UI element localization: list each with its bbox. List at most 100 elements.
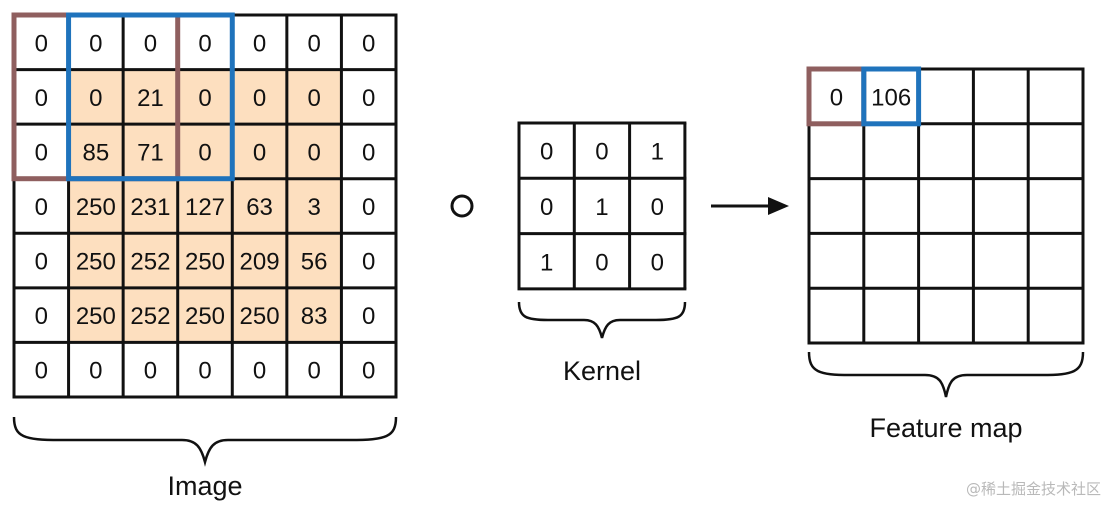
cell-value: 0 <box>144 30 157 57</box>
cell-value: 0 <box>362 194 375 221</box>
cell-value: 231 <box>130 194 170 221</box>
grid-cell <box>918 288 974 343</box>
cell-value: 0 <box>198 30 211 57</box>
grid-cell <box>232 287 287 343</box>
grid-cell <box>177 178 233 234</box>
cell-value: 3 <box>307 194 320 221</box>
grid-cell <box>14 124 69 179</box>
grid-cell <box>177 15 233 70</box>
cell-value: 0 <box>362 249 375 276</box>
grid-cell <box>1028 288 1083 343</box>
cell-value: 209 <box>240 249 280 276</box>
cell-value: 250 <box>240 303 280 330</box>
cell-value: 56 <box>301 249 328 276</box>
grid-cell <box>629 178 685 234</box>
grid-cell <box>123 233 178 288</box>
cell-value: 1 <box>540 249 553 276</box>
cell-value: 0 <box>253 139 266 166</box>
grid-cell <box>918 178 974 234</box>
cell-value: 0 <box>35 249 48 276</box>
grid-cell <box>629 123 685 179</box>
grid-cell <box>177 233 233 288</box>
cell-value: 0 <box>198 139 211 166</box>
cell-value: 0 <box>307 85 320 112</box>
grid-cell <box>68 233 124 288</box>
grid-cell <box>123 287 178 343</box>
cell-value: 1 <box>651 139 664 166</box>
grid-cell <box>68 69 124 125</box>
grid-cell <box>68 178 124 234</box>
grid-cell <box>973 288 1029 343</box>
grid-cell <box>286 15 342 70</box>
cell-value: 0 <box>651 249 664 276</box>
second-window-highlight <box>66 12 235 182</box>
grid-cell <box>123 342 178 397</box>
cell-value: 252 <box>130 249 170 276</box>
grid-cell <box>809 288 864 343</box>
grid-cell <box>232 124 287 179</box>
grid-cell <box>1028 233 1083 289</box>
grid-cell <box>14 233 69 288</box>
grid-cell <box>123 15 178 70</box>
cell-value: 83 <box>301 303 328 330</box>
grid-cell <box>809 123 864 179</box>
grid-cell <box>68 342 124 397</box>
cell-value: 0 <box>540 194 553 221</box>
grid-cell <box>863 233 919 289</box>
cell-value: 0 <box>253 358 266 385</box>
cell-value: 250 <box>185 249 225 276</box>
grid-cell <box>809 178 864 234</box>
grid-cell <box>14 69 69 125</box>
grid-cell <box>341 15 396 70</box>
cell-value: 0 <box>198 85 211 112</box>
grid-cell <box>973 69 1029 124</box>
grid-cell <box>1028 178 1083 234</box>
grid-cell <box>863 288 919 343</box>
cell-value: 0 <box>35 358 48 385</box>
grid-cell <box>1028 123 1083 179</box>
grid-cell <box>918 69 974 124</box>
cell-value: 0 <box>35 194 48 221</box>
grid-cell <box>286 69 342 125</box>
grid-cell <box>973 178 1029 234</box>
grid-cell <box>629 233 685 289</box>
image-brace <box>12 416 398 467</box>
kernel-caption: Kernel <box>563 356 641 386</box>
grid-cell <box>341 287 396 343</box>
grid-cell <box>177 342 233 397</box>
grid-cell <box>286 287 342 343</box>
cell-value: 0 <box>595 139 608 166</box>
right-arrow-icon <box>711 197 789 215</box>
grid-cell <box>68 124 124 179</box>
cell-value: 0 <box>362 30 375 57</box>
grid-cell <box>341 124 396 179</box>
grid-cell <box>68 287 124 343</box>
cell-value: 250 <box>76 303 116 330</box>
cell-value: 250 <box>185 303 225 330</box>
cell-value: 0 <box>362 358 375 385</box>
cell-value: 0 <box>307 30 320 57</box>
cell-value: 0 <box>307 139 320 166</box>
cell-value: 0 <box>89 358 102 385</box>
cell-value: 0 <box>307 358 320 385</box>
grid-cell <box>286 124 342 179</box>
cell-value: 0 <box>35 85 48 112</box>
grid-cell <box>809 233 864 289</box>
cell-value: 0 <box>35 30 48 57</box>
grid-cell <box>973 123 1029 179</box>
grid-cell <box>177 69 233 125</box>
feature-map-brace <box>807 351 1085 398</box>
cell-value: 250 <box>76 249 116 276</box>
grid-cell <box>574 178 630 234</box>
image-caption: Image <box>167 471 242 501</box>
cell-value: 71 <box>137 139 164 166</box>
cell-value: 0 <box>35 303 48 330</box>
cell-value: 0 <box>253 30 266 57</box>
grid-cell <box>14 342 69 397</box>
cell-value: 106 <box>871 84 911 111</box>
cell-value: 127 <box>185 194 225 221</box>
grid-cell <box>341 69 396 125</box>
